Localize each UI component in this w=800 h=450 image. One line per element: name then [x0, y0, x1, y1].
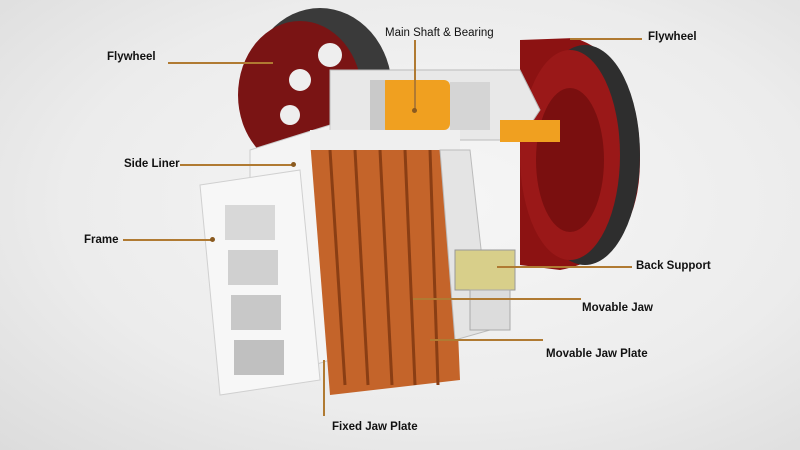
label-fixed-jaw-plate: Fixed Jaw Plate: [332, 421, 418, 433]
leader-line-frame: [123, 239, 213, 241]
label-flywheel-left: Flywheel: [107, 51, 156, 63]
leader-line-fixed-jaw-plate: [323, 360, 325, 416]
leader-line-flywheel-left: [168, 62, 273, 64]
anchor-dot-side-liner: [291, 162, 296, 167]
label-side-liner: Side Liner: [124, 158, 180, 170]
anchor-dot-frame: [210, 237, 215, 242]
label-flywheel-right: Flywheel: [648, 31, 697, 43]
label-movable-jaw-plate: Movable Jaw Plate: [546, 348, 648, 360]
leader-line-movable-jaw-plate: [430, 339, 543, 341]
label-movable-jaw: Movable Jaw: [582, 302, 653, 314]
leader-line-back-support: [497, 266, 632, 268]
label-main-shaft-bearing: Main Shaft & Bearing: [385, 27, 494, 39]
label-frame: Frame: [84, 234, 119, 246]
label-back-support: Back Support: [636, 260, 711, 272]
anchor-dot-main-shaft: [412, 108, 417, 113]
leader-line-side-liner: [180, 164, 295, 166]
leader-line-main-shaft: [414, 40, 416, 110]
leader-line-flywheel-right: [570, 38, 642, 40]
leader-line-movable-jaw: [413, 298, 581, 300]
